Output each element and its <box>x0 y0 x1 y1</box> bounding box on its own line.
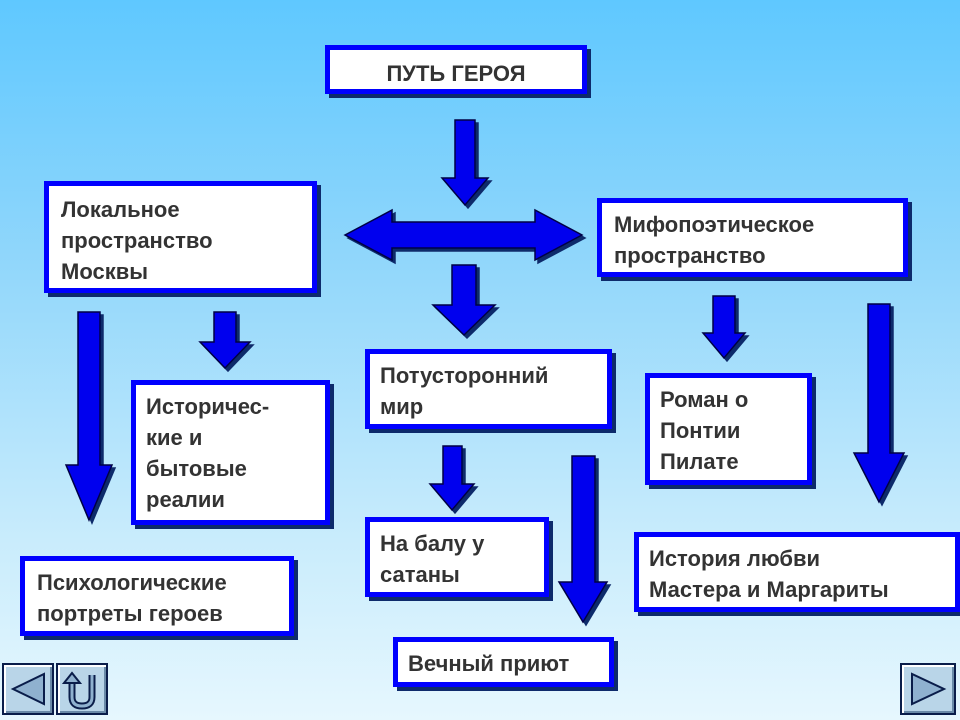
arrow-title-down <box>440 119 490 207</box>
forward-button[interactable] <box>900 663 956 715</box>
arrow-center-down <box>431 264 497 337</box>
return-button[interactable] <box>56 663 108 715</box>
arrow-local-historical <box>198 311 252 370</box>
triangle-left-icon <box>10 672 45 706</box>
node-mythopoetic-space-label: Мифопоэтическое пространство <box>614 212 815 268</box>
node-psych-portraits-label: Психологические портреты героев <box>37 570 227 626</box>
arrow-double-horizontal <box>343 208 584 262</box>
page-title: ПУТЬ ГЕРОЯ <box>386 61 526 86</box>
node-eternal-refuge-label: Вечный приют <box>408 651 570 676</box>
u-turn-icon <box>61 671 96 710</box>
node-satan-ball: На балу у сатаны <box>365 517 549 597</box>
triangle-right-icon <box>911 672 947 706</box>
node-local-space: Локальное пространство Москвы <box>44 181 317 293</box>
title-box: ПУТЬ ГЕРОЯ <box>325 45 587 94</box>
arrow-mythic-long-down <box>852 303 906 504</box>
node-historical-realia-label: Историчес- кие и бытовые реалии <box>146 394 270 512</box>
node-mythopoetic-space: Мифопоэтическое пространство <box>597 198 908 277</box>
node-pilate-novel-label: Роман о Понтии Пилате <box>660 387 749 474</box>
node-eternal-refuge: Вечный приют <box>393 637 614 687</box>
node-love-story-label: История любви Мастера и Маргариты <box>649 546 889 602</box>
node-local-space-label: Локальное пространство Москвы <box>61 197 213 284</box>
arrow-mythic-roman <box>701 295 747 360</box>
node-psych-portraits: Психологические портреты героев <box>20 556 294 636</box>
node-satan-ball-label: На балу у сатаны <box>380 531 485 587</box>
node-otherworld-label: Потусторонний мир <box>380 363 549 419</box>
back-button[interactable] <box>2 663 54 715</box>
arrow-otherworld-ball <box>428 445 476 512</box>
node-otherworld: Потусторонний мир <box>365 349 612 429</box>
arrow-local-long-down <box>64 311 114 522</box>
node-love-story: История любви Мастера и Маргариты <box>634 532 960 612</box>
arrow-otherworld-eternal <box>557 455 609 624</box>
node-pilate-novel: Роман о Понтии Пилате <box>645 373 812 485</box>
node-historical-realia: Историчес- кие и бытовые реалии <box>131 380 330 525</box>
